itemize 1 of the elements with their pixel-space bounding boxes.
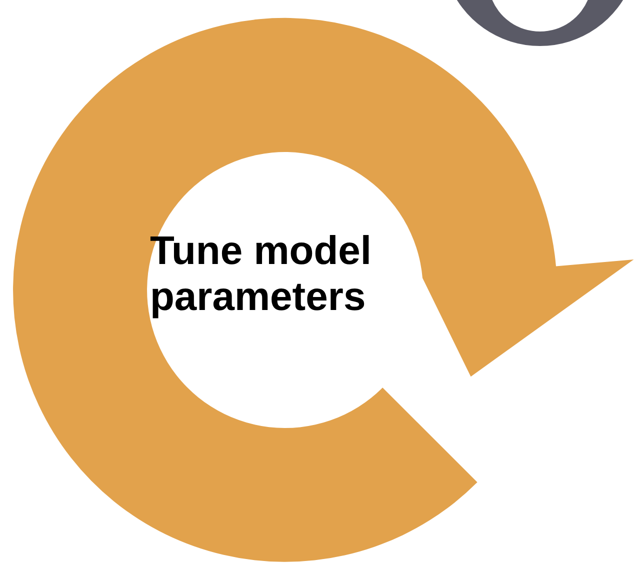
node-label: Tune model parameters	[150, 228, 372, 320]
